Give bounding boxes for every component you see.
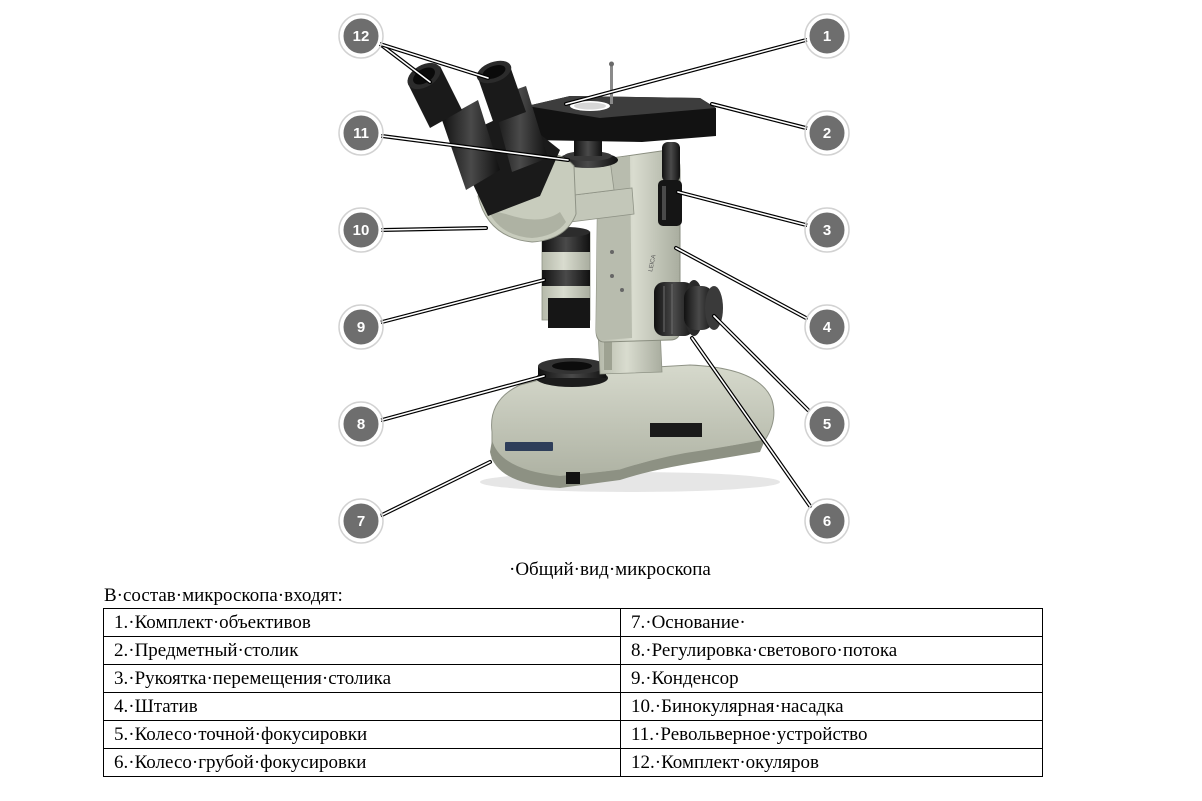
leader-line (565, 39, 807, 105)
part-cell: 12.·Комплект·окуляров (620, 748, 1043, 777)
part-cell: 2.·Предметный·столик (103, 636, 621, 665)
svg-text:3: 3 (823, 222, 831, 239)
base-badge (505, 442, 553, 451)
svg-text:LEICA: LEICA (648, 254, 657, 272)
parts-intro: В·состав·микроскопа·входят: (104, 585, 343, 606)
leader-line (381, 135, 569, 161)
leader-line (381, 279, 545, 323)
base-slot (650, 423, 702, 437)
microscope-illustration: LEICA (407, 60, 780, 492)
svg-text:2: 2 (823, 125, 831, 142)
part-cell: 9.·Конденсор (620, 664, 1043, 693)
svg-text:12: 12 (353, 28, 370, 45)
leader-line (381, 227, 487, 231)
svg-text:5: 5 (823, 416, 831, 433)
table-row: 4.·Штатив 10.·Бинокулярная·насадка (103, 692, 1043, 721)
binocular-head (442, 86, 577, 243)
svg-text:4: 4 (823, 319, 832, 336)
callout-5: 5 (804, 401, 850, 447)
svg-text:11: 11 (353, 125, 369, 142)
table-row: 1.·Комплект·объективов 7.·Основание· (103, 608, 1043, 637)
callout-12: 12 (338, 13, 384, 59)
callout-11: 11 (338, 110, 384, 156)
svg-text:7: 7 (357, 513, 365, 530)
leader-line (713, 315, 809, 411)
callout-8: 8 (338, 401, 384, 447)
part-cell: 8.·Регулировка·светового·потока (620, 636, 1043, 665)
focus-wheels (654, 280, 723, 336)
parts-table: 1.·Комплект·объективов 7.·Основание· 2.·… (103, 608, 1043, 777)
leader-line (675, 247, 807, 319)
table-row: 3.·Рукоятка·перемещения·столика 9.·Конде… (103, 664, 1043, 693)
svg-text:8: 8 (357, 416, 365, 433)
callout-leader-lines (378, 38, 812, 517)
part-cell: 4.·Штатив (103, 692, 621, 721)
callout-4: 4 (804, 304, 850, 350)
table-row: 5.·Колесо·точной·фокусировки 11.·Револьв… (103, 720, 1043, 749)
callout-3: 3 (804, 207, 850, 253)
svg-text:9: 9 (357, 319, 365, 336)
condenser (541, 227, 591, 328)
leader-line (677, 191, 807, 226)
part-cell: 10.·Бинокулярная·насадка (620, 692, 1043, 721)
leader-line (381, 461, 491, 516)
figure-caption: ·Общий·вид·микроскопа (509, 559, 711, 580)
table-row: 2.·Предметный·столик 8.·Регулировка·свет… (103, 636, 1043, 665)
part-cell: 6.·Колесо·грубой·фокусировки (103, 748, 621, 777)
callout-markers: 1 2 3 4 5 6 7 8 (338, 13, 850, 544)
svg-text:10: 10 (353, 222, 370, 239)
part-cell: 1.·Комплект·объективов (103, 608, 621, 637)
leader-line (691, 337, 811, 507)
part-cell: 11.·Револьверное·устройство (620, 720, 1043, 749)
svg-text:1: 1 (823, 28, 831, 45)
part-cell: 7.·Основание· (620, 608, 1043, 637)
svg-text:6: 6 (823, 513, 831, 530)
callout-6: 6 (804, 498, 850, 544)
leader-line (711, 103, 807, 129)
table-row: 6.·Колесо·грубой·фокусировки 12.·Комплек… (103, 748, 1043, 777)
callout-10: 10 (338, 207, 384, 253)
leader-line (379, 43, 431, 83)
stage-movement-handle (658, 142, 682, 226)
microscope-base (491, 364, 775, 479)
microscope-figure: LEICA (338, 13, 850, 544)
callout-9: 9 (338, 304, 384, 350)
leader-line (379, 43, 489, 79)
callout-7: 7 (338, 498, 384, 544)
leader-line (381, 375, 545, 421)
part-cell: 3.·Рукоятка·перемещения·столика (103, 664, 621, 693)
part-cell: 5.·Колесо·точной·фокусировки (103, 720, 621, 749)
callout-1: 1 (804, 13, 850, 59)
callout-2: 2 (804, 110, 850, 156)
